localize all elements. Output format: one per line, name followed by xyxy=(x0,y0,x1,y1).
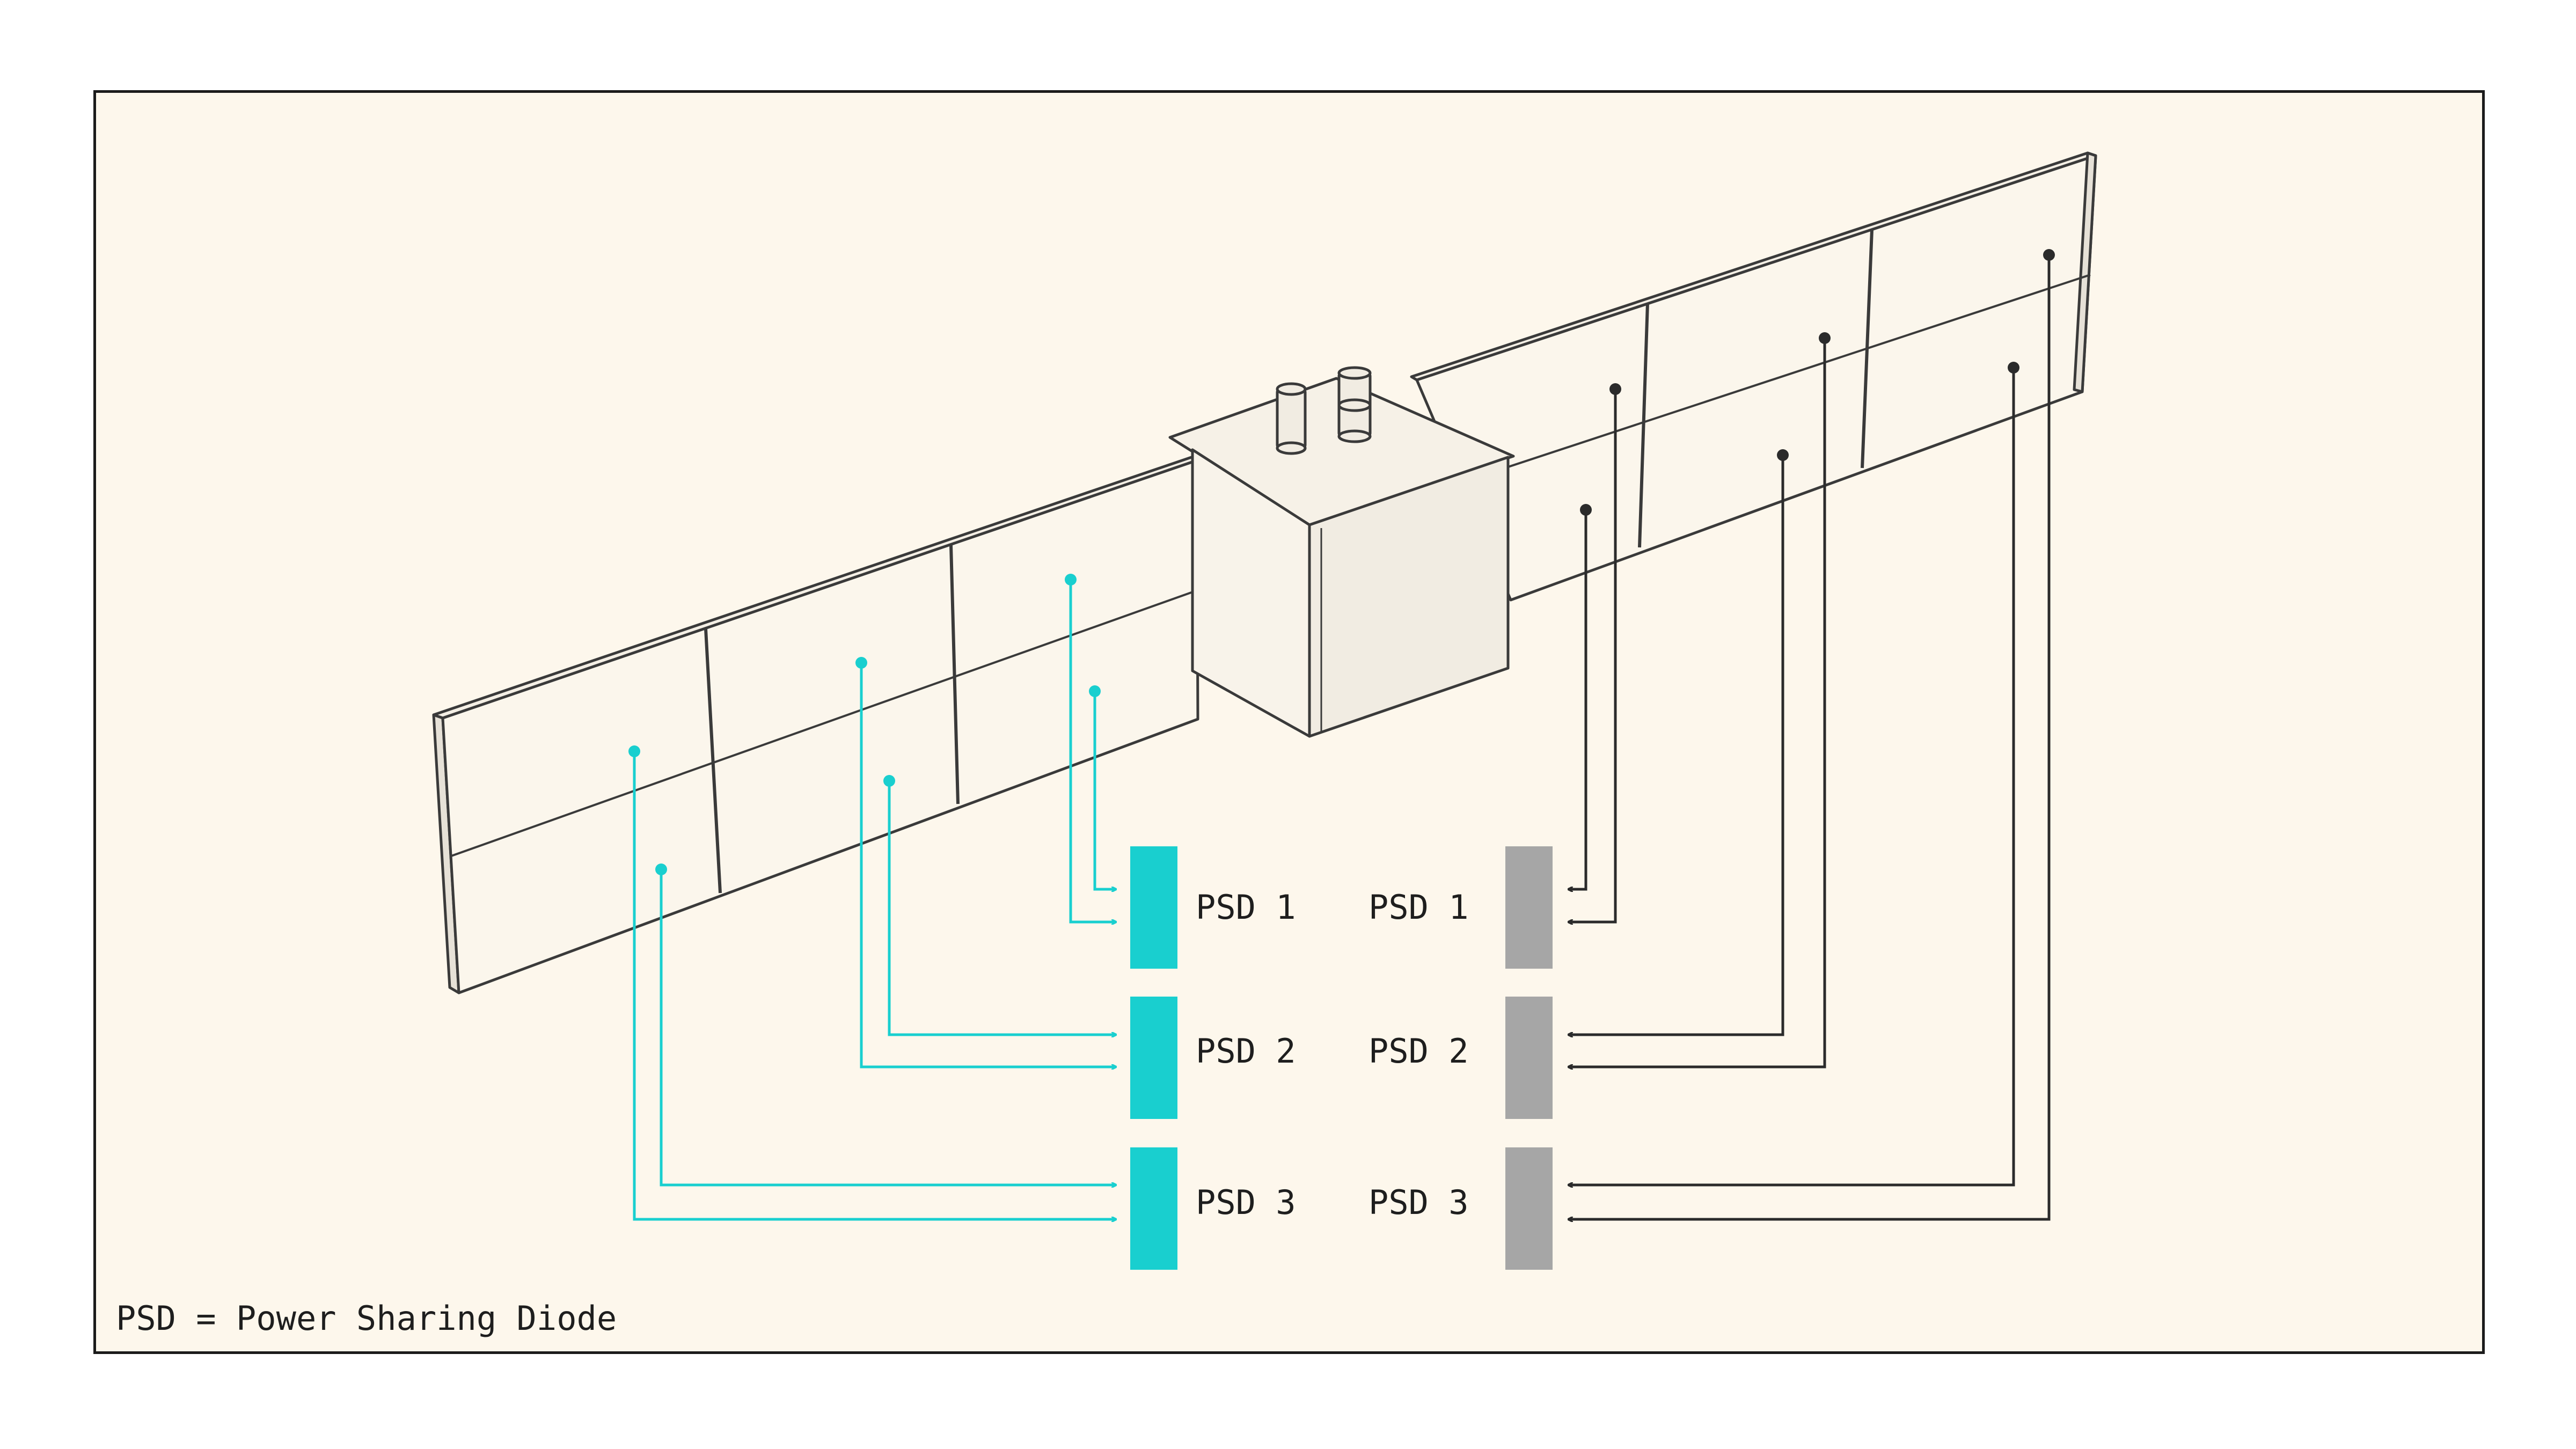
right-solar-wing xyxy=(1410,151,2097,602)
right-wiring xyxy=(1568,255,2051,1219)
wire-left-psd1-a xyxy=(1069,580,1116,922)
thruster-2 xyxy=(1337,366,1372,443)
left-psd-2-label: PSD 2 xyxy=(1196,1031,1296,1071)
wire-right-psd1-a xyxy=(1568,510,1587,889)
right-psd-blocks xyxy=(1505,846,1553,1270)
wire-node xyxy=(2043,249,2055,261)
wire-right-psd2-a xyxy=(1568,455,1784,1035)
right-psd-3-label: PSD 3 xyxy=(1368,1183,1469,1222)
right-psd-2-label: PSD 2 xyxy=(1368,1031,1469,1071)
satellite-bus xyxy=(1168,366,1515,738)
left-wing-divider-h xyxy=(449,589,1198,858)
wire-right-psd3-b xyxy=(1568,255,2051,1219)
wire-node xyxy=(1089,685,1101,697)
wire-node xyxy=(628,745,640,757)
left-psd-3-block xyxy=(1130,1147,1177,1270)
left-psd-1-block xyxy=(1130,846,1177,969)
right-wing-divider-h xyxy=(1491,274,2091,473)
right-wing-divider-v1 xyxy=(1638,303,1649,548)
left-psd-blocks xyxy=(1130,846,1177,1270)
right-wing-side xyxy=(2073,151,2097,393)
wire-node xyxy=(855,657,867,669)
wire-node xyxy=(1819,332,1831,344)
left-psd-3-label: PSD 3 xyxy=(1196,1183,1296,1222)
wire-node xyxy=(883,775,895,787)
wire-left-psd2-a xyxy=(888,781,1116,1035)
wire-right-psd2-b xyxy=(1568,338,1826,1067)
wire-right-psd1-b xyxy=(1568,389,1617,922)
left-psd-1-label: PSD 1 xyxy=(1196,888,1296,927)
wire-right-psd3-a xyxy=(1568,368,2015,1185)
wire-left-psd3-b xyxy=(633,751,1116,1219)
right-wire-nodes xyxy=(1580,249,2055,516)
legend-text: PSD = Power Sharing Diode xyxy=(116,1299,617,1338)
thruster-1 xyxy=(1276,382,1307,455)
right-wing-face xyxy=(1415,154,2097,602)
left-wire-nodes xyxy=(628,574,1101,875)
left-wing-face xyxy=(441,459,1199,994)
right-psd-1-block xyxy=(1505,846,1553,969)
left-solar-wing xyxy=(432,456,1199,994)
left-psd-2-block xyxy=(1130,997,1177,1119)
wire-node xyxy=(1777,449,1789,461)
right-wing-divider-v2 xyxy=(1861,229,1874,469)
bus-side xyxy=(1308,456,1510,738)
left-wiring xyxy=(633,580,1116,1219)
left-wing-divider-v2 xyxy=(949,545,960,804)
wire-node xyxy=(655,863,667,875)
right-psd-3-block xyxy=(1505,1147,1553,1270)
right-psd-2-block xyxy=(1505,997,1553,1119)
wire-node xyxy=(2008,362,2019,374)
left-wing-divider-v1 xyxy=(704,628,722,894)
right-psd-1-label: PSD 1 xyxy=(1368,888,1469,927)
wire-left-psd2-b xyxy=(860,663,1116,1067)
wire-node xyxy=(1580,504,1592,516)
wire-left-psd1-b xyxy=(1093,691,1116,889)
wire-node xyxy=(1065,574,1077,586)
wire-left-psd3-a xyxy=(660,869,1116,1185)
wire-node xyxy=(1609,383,1621,395)
